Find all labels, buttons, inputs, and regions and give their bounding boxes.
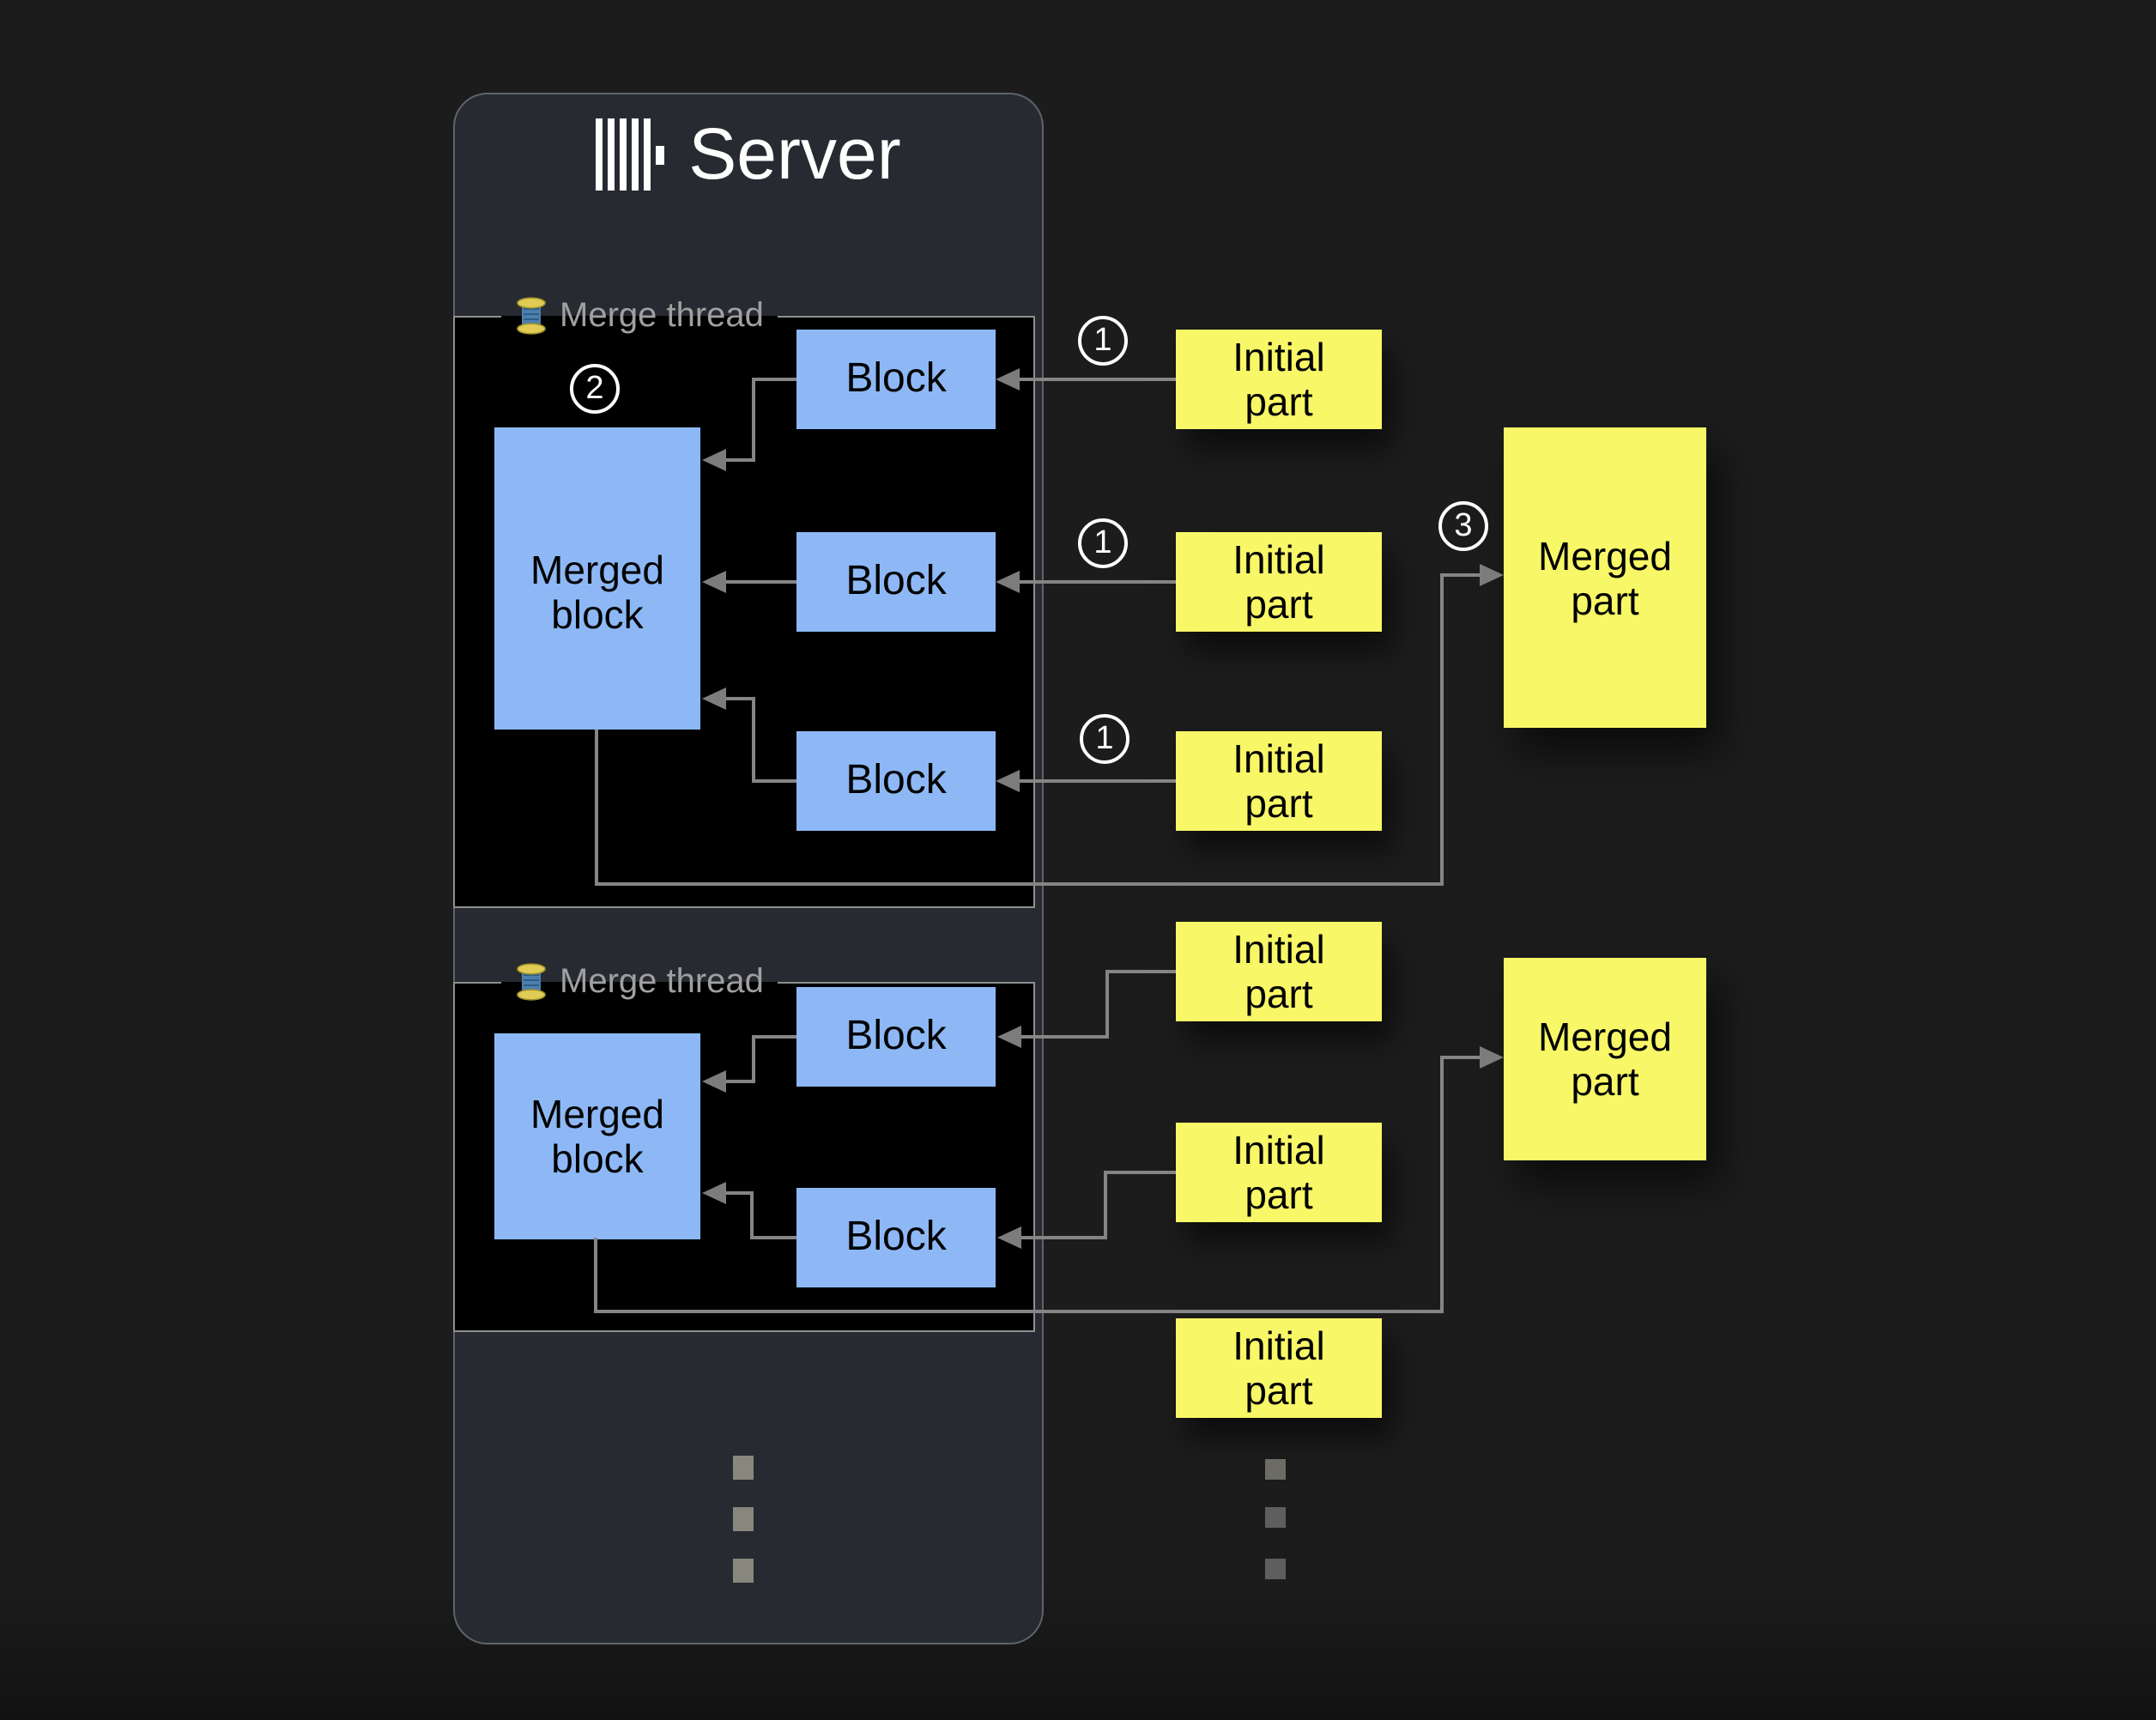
- ellipsis-dot: [733, 1507, 754, 1531]
- merged-block: Merged block: [494, 427, 700, 730]
- initial-part: Initial part: [1176, 1123, 1382, 1222]
- merged-part-label: Merged part: [1538, 1014, 1672, 1104]
- step3-badge: 3: [1438, 501, 1488, 551]
- server-header: Server: [453, 117, 1044, 192]
- server-title: Server: [688, 113, 901, 194]
- block: Block: [796, 731, 996, 831]
- ellipsis-dot: [1265, 1559, 1286, 1579]
- initial-part: Initial part: [1176, 1318, 1382, 1418]
- block: Block: [796, 330, 996, 429]
- step1-badge: 1: [1078, 316, 1128, 366]
- initial-part: Initial part: [1176, 922, 1382, 1021]
- merged-block-label: Merged block: [530, 548, 664, 637]
- block-label: Block: [845, 1214, 947, 1260]
- block-label: Block: [845, 1013, 947, 1059]
- badge-number: 2: [585, 371, 604, 407]
- block-label: Block: [845, 558, 947, 604]
- ellipsis-dot: [1265, 1459, 1286, 1480]
- merged-part-label: Merged part: [1538, 533, 1672, 622]
- badge-number: 1: [1093, 323, 1112, 359]
- merged-part: Merged part: [1504, 958, 1706, 1160]
- block-label: Block: [845, 757, 947, 803]
- merge-thread-label-2: Merge thread: [501, 960, 778, 1004]
- merge-thread-label: Merge thread: [560, 296, 764, 334]
- initial-part-label: Initial part: [1232, 335, 1325, 424]
- step2-badge: 2: [570, 364, 620, 414]
- initial-part: Initial part: [1176, 731, 1382, 831]
- badge-number: 3: [1454, 508, 1473, 544]
- merged-block: Merged block: [494, 1033, 700, 1239]
- ellipsis-dot: [733, 1456, 754, 1480]
- merged-block-label: Merged block: [530, 1092, 664, 1181]
- block-label: Block: [845, 355, 947, 402]
- ellipsis-dot: [733, 1559, 754, 1583]
- initial-part-label: Initial part: [1232, 1128, 1325, 1217]
- merged-part: Merged part: [1504, 427, 1706, 728]
- thread-spool-icon: [517, 297, 546, 335]
- clickhouse-logo-icon: [596, 118, 665, 191]
- thread-spool-icon: [517, 963, 546, 1001]
- initial-part-label: Initial part: [1232, 537, 1325, 627]
- block: Block: [796, 987, 996, 1087]
- initial-part-label: Initial part: [1232, 927, 1325, 1016]
- step1-badge: 1: [1080, 714, 1129, 764]
- block: Block: [796, 532, 996, 632]
- badge-number: 1: [1095, 721, 1114, 757]
- block: Block: [796, 1188, 996, 1287]
- ellipsis-dot: [1265, 1507, 1286, 1528]
- merge-thread-label-1: Merge thread: [501, 294, 778, 338]
- initial-part-label: Initial part: [1232, 736, 1325, 826]
- step1-badge: 1: [1078, 518, 1128, 568]
- initial-part: Initial part: [1176, 330, 1382, 429]
- badge-number: 1: [1093, 525, 1112, 561]
- initial-part: Initial part: [1176, 532, 1382, 632]
- merge-thread-label: Merge thread: [560, 962, 764, 1000]
- initial-part-label: Initial part: [1232, 1323, 1325, 1413]
